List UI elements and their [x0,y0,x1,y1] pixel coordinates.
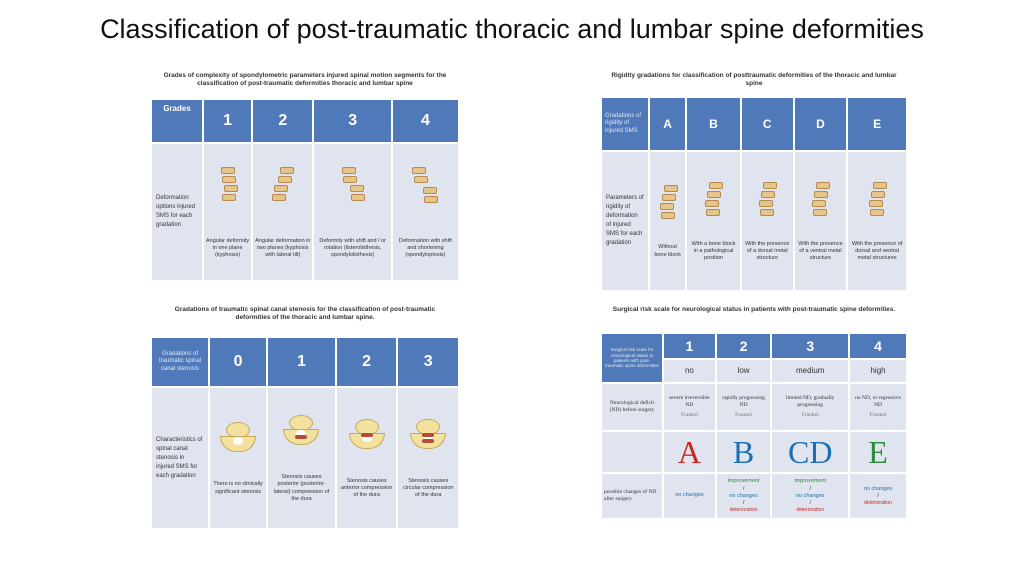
frankel-letter-e: E [850,432,906,472]
risk-level-medium: medium [772,360,849,382]
spine-illustration [754,180,780,224]
frankel-letter-b: B [716,432,771,472]
risk-4: 4 [850,334,906,358]
spine-illustration [655,183,681,227]
vertebra-illustration [406,417,450,453]
rigidity-d-description: With the presence of a ventral metal str… [798,240,843,262]
rigidity-gradations-panel: Rigidity gradations for classification o… [600,72,908,300]
risk-3: 3 [772,334,849,358]
slide-title: Classification of post-traumatic thoraci… [100,14,924,44]
rigidity-c: C [741,98,793,150]
rigidity-b-description: With a bone block in a pathological posi… [691,240,736,262]
grade-1-description: Angular deformity in one plane (kyphosis… [206,237,250,259]
stenosis-1-description: Stenosis causes posterior (posterior-lat… [273,474,330,502]
grade-3-cell: Deformity with shift and / or rotation (… [314,144,391,280]
risk-header-label: Surgical risk scale for neurological sta… [602,334,662,382]
rigidity-b-cell: With a bone block in a pathological posi… [687,152,740,290]
grade-4: 4 [392,100,458,142]
grade-4-description: Deformation with shift and shortening (s… [398,237,452,259]
spine-illustration [807,180,833,224]
grade-4-cell: Deformation with shift and shortening (s… [392,144,458,280]
vertebra-illustration [279,413,323,449]
grade-2: 2 [253,100,313,142]
rigidity-e-cell: With the presence of dorsal and ventral … [848,152,906,290]
rigidity-table: Gradations of rigidity of injured SMS A … [600,96,908,292]
spine-illustration [700,180,726,224]
stenosis-0-description: There is no clinically significant steno… [213,481,263,495]
row2-label: possible changes of ND after surgery [602,474,662,518]
stenosis-3-cell: Stenosis causes circular compression of … [398,388,458,528]
spine-illustration [340,165,366,209]
stenosis-0-cell: There is no clinically significant steno… [210,388,267,528]
panel-caption: Gradations of traumatic spinal canal ste… [174,306,436,322]
rigidity-b: B [687,98,740,150]
rigidity-a-cell: Without bone block [650,152,686,290]
grade-2-description: Angular deformation in two planes (kypho… [255,237,311,259]
stenosis-header-label: Gradations of traumatic spinal canal ste… [152,338,208,386]
outcome-2: improvement/no changes/deterioration [716,474,771,518]
row-label: Characteristics of spinal canal stenosis… [152,388,208,528]
risk-level-no: no [664,360,715,382]
surgical-risk-panel: Surgical risk scale for neurological sta… [600,306,908,546]
stenosis-gradations-panel: Gradations of traumatic spinal canal ste… [150,306,460,546]
rigidity-c-cell: With the presence of a dorsal metal stru… [741,152,793,290]
grade-2-cell: Angular deformation in two planes (kypho… [253,144,313,280]
outcome-3: improvement/no changes/deterioration [772,474,849,518]
spine-illustration [215,165,241,209]
row-label: Parameters of rigidity of deformation of… [602,152,648,290]
grades-table: Grades 1 2 3 4 Deformation options injur… [150,98,460,282]
stenosis-1: 1 [268,338,335,386]
rigidity-a: A [650,98,686,150]
stenosis-table: Gradations of traumatic spinal canal ste… [150,336,460,530]
rigidity-a-description: Without bone block [654,244,681,258]
rigidity-d: D [794,98,847,150]
outcome-1: no changes [664,474,715,518]
grade-3: 3 [314,100,391,142]
stenosis-0: 0 [210,338,267,386]
stenosis-1-cell: Stenosis causes posterior (posterior-lat… [268,388,335,528]
rigidity-e: E [848,98,906,150]
vertebra-illustration [345,417,389,453]
grades-complexity-panel: Grades of complexity of spondylometric p… [150,72,460,300]
rigidity-e-description: With the presence of dorsal and ventral … [851,240,903,262]
stenosis-2-description: Stenosis causes anterior compression of … [340,477,393,499]
risk-1: 1 [664,334,715,358]
rigidity-header-label: Gradations of rigidity of injured SMS [602,98,648,150]
stenosis-3-description: Stenosis causes circular compression of … [403,477,454,499]
rigidity-d-cell: With the presence of a ventral metal str… [794,152,847,290]
surgical-risk-table: Surgical risk scale for neurological sta… [600,332,908,520]
panel-caption: Surgical risk scale for neurological sta… [612,306,896,313]
risk-level-high: high [850,360,906,382]
outcome-4: no changes/deterioration [850,474,906,518]
rigidity-c-description: With the presence of a dorsal metal stru… [745,240,790,262]
row1-label: Neurological deficit (ND) before surgery [602,384,662,430]
risk-level-low: low [716,360,771,382]
spine-illustration [412,165,439,209]
grades-header-label: Grades [152,100,202,142]
panel-caption: Grades of complexity of spondylometric p… [163,72,447,88]
grade-3-description: Deformity with shift and / or rotation (… [319,237,386,259]
frankel-spacer [602,432,662,472]
spine-illustration [864,180,890,224]
stenosis-3: 3 [398,338,458,386]
panel-caption: Rigidity gradations for classification o… [611,72,897,88]
spine-illustration [270,165,296,209]
stenosis-2-cell: Stenosis causes anterior compression of … [336,388,397,528]
row-label: Deformation options injured SMS for each… [152,144,202,280]
frankel-letter-a: A [664,432,715,472]
stenosis-2: 2 [336,338,397,386]
grade-1-cell: Angular deformity in one plane (kyphosis… [204,144,252,280]
frankel-letter-cd: CD [772,432,849,472]
grade-1: 1 [204,100,252,142]
risk-2: 2 [716,334,771,358]
vertebra-illustration [216,420,260,456]
